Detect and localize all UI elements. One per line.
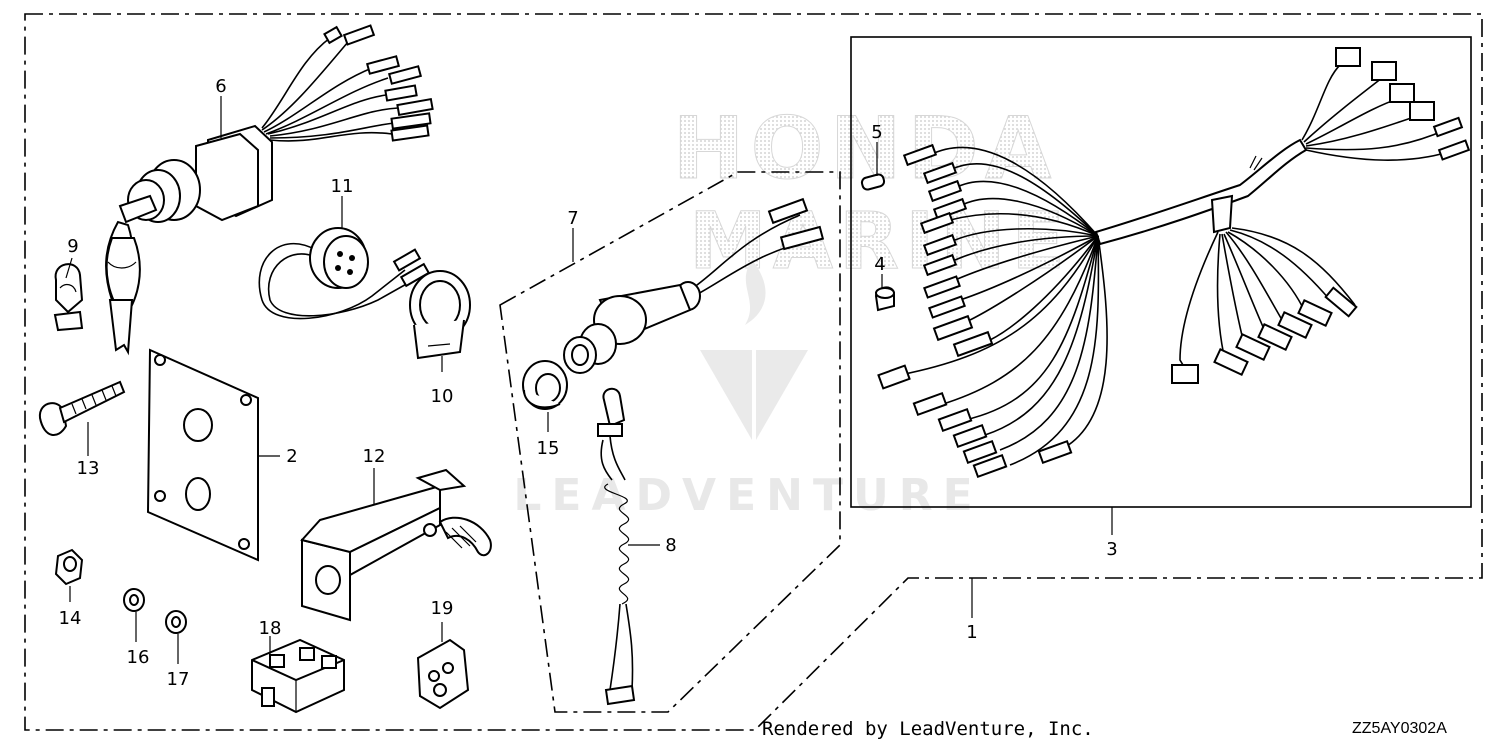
- coil-cord: [604, 483, 630, 605]
- watermark-logo-icon: [700, 260, 808, 440]
- killswitch-box: [499, 171, 841, 713]
- cap-part-4: [874, 286, 895, 312]
- clamp-part-10: [409, 270, 471, 360]
- callout-9: 9: [67, 236, 78, 257]
- bracket-part-12: [300, 468, 492, 622]
- callout-19: 19: [431, 598, 454, 619]
- callout-3: 3: [1106, 539, 1117, 560]
- kill-switch-part-7: [563, 197, 825, 374]
- callout-1: 1: [966, 622, 977, 643]
- pin-part-5: [860, 173, 886, 191]
- callout-4: 4: [874, 254, 885, 275]
- washer-part-16: [123, 588, 145, 612]
- plate-part-2: [146, 348, 259, 562]
- callout-16: 16: [127, 647, 150, 668]
- bolt-part-13: [38, 380, 126, 436]
- callout-6: 6: [215, 76, 226, 97]
- watermark-company: LEADVENTURE: [513, 470, 982, 521]
- grommet-part-19: [416, 638, 470, 710]
- watermark: HONDA MARINE LEADVENTURE: [513, 99, 1065, 522]
- main-harness-part-3: [877, 47, 1471, 479]
- callout-2: 2: [286, 446, 297, 467]
- callout-14: 14: [59, 608, 82, 629]
- callout-10: 10: [431, 386, 454, 407]
- assembly-border-1: [24, 13, 1483, 731]
- diagram-code: ZZ5AY0302A: [1352, 720, 1447, 737]
- callout-5: 5: [871, 122, 882, 143]
- callout-13: 13: [77, 458, 100, 479]
- buzzer-part-11: [258, 227, 431, 320]
- callout-18: 18: [259, 618, 282, 639]
- callout-17: 17: [167, 669, 190, 690]
- nut-part-14: [54, 548, 84, 586]
- callout-11: 11: [331, 176, 354, 197]
- callout-8: 8: [665, 535, 676, 556]
- callout-numbers: 1 2 3 4 5 6 7 8 9 10 11 12 13 14 15 16 1…: [59, 76, 1118, 690]
- callout-7: 7: [567, 208, 578, 229]
- ignition-switch: [105, 24, 434, 356]
- watermark-brand-top: HONDA: [672, 99, 1057, 199]
- connector-part-18: [251, 638, 345, 714]
- callout-12: 12: [363, 446, 386, 467]
- lanyard-part-8: [597, 387, 636, 706]
- leader-lines: [65, 96, 1113, 664]
- callout-15: 15: [537, 438, 560, 459]
- harness-box: [850, 36, 1472, 508]
- washer-part-17: [165, 610, 187, 634]
- nut-part-15: [522, 360, 568, 410]
- clip-part-9: [53, 263, 84, 332]
- footer-credit: Rendered by LeadVenture, Inc.: [762, 718, 1094, 740]
